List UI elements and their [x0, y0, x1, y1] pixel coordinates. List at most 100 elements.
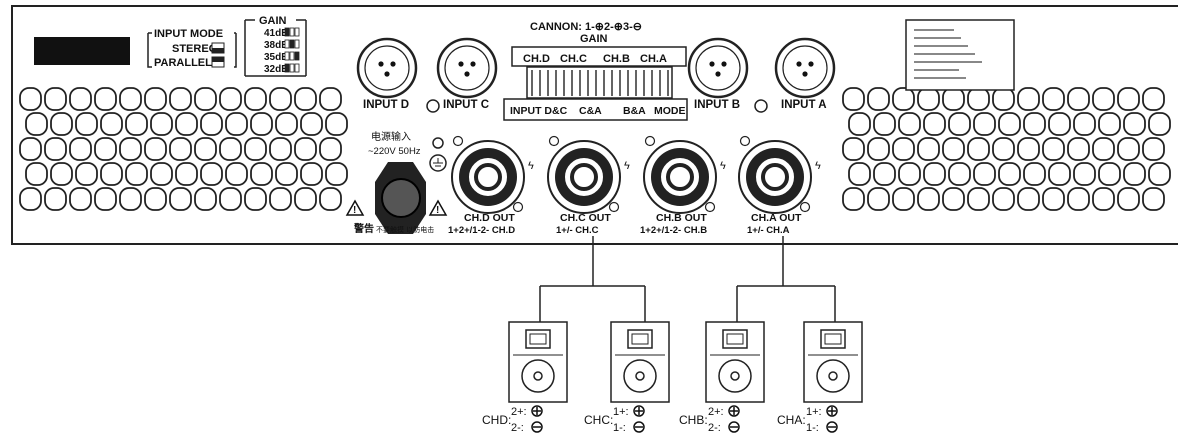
vent-slot — [873, 162, 896, 186]
vent-slot — [867, 137, 890, 161]
xlr-input-jack[interactable] — [774, 37, 836, 99]
vent-slot — [942, 137, 965, 161]
vent-slot — [94, 137, 117, 161]
input-label: INPUT D — [363, 99, 409, 111]
speaker-cabinet — [705, 321, 765, 403]
xlr-input-jack[interactable] — [356, 37, 418, 99]
vent-slot — [219, 187, 242, 211]
power-inlet[interactable] — [375, 162, 426, 234]
gain-dip-switch-toggle[interactable] — [284, 39, 290, 49]
vent-slot — [1067, 137, 1090, 161]
vent-slot — [244, 187, 267, 211]
gain-dip-switch-toggle[interactable] — [294, 63, 300, 73]
xlr-input-jack[interactable] — [436, 37, 498, 99]
vent-slot — [942, 87, 965, 111]
svg-text:!: ! — [436, 205, 439, 216]
gain-dip-switch-toggle[interactable] — [284, 51, 290, 61]
vent-slot — [94, 87, 117, 111]
vent-slot — [325, 112, 348, 136]
vent-slot — [1042, 137, 1065, 161]
vent-slot — [125, 112, 148, 136]
speaker-polarity-top: 2+: — [511, 406, 527, 418]
vent-slot — [867, 87, 890, 111]
vent-slot — [848, 112, 871, 136]
vent-slot — [44, 137, 67, 161]
vent-slot — [1142, 87, 1165, 111]
output-wiring-label: 1+/- CH.C — [556, 225, 599, 236]
vent-slot — [144, 87, 167, 111]
vent-slot — [1123, 162, 1146, 186]
gain-dip-switch-toggle[interactable] — [289, 39, 295, 49]
vent-slot — [19, 187, 42, 211]
speakon-output-jack[interactable] — [547, 140, 621, 214]
vent-slot — [923, 112, 946, 136]
vent-slot — [19, 137, 42, 161]
vent-slot — [19, 87, 42, 111]
gain-option-label: 41dB — [264, 28, 288, 39]
xlr-input-jack[interactable] — [687, 37, 749, 99]
vent-slot — [194, 87, 217, 111]
power-input-label: 电源输入 — [371, 130, 411, 143]
vent-slot — [219, 137, 242, 161]
cannon-pinout-label: CANNON: 1-⊕2-⊕3-⊖ — [530, 21, 642, 33]
lightning-icon: ϟ — [720, 160, 726, 172]
vent-slot — [294, 87, 317, 111]
warning-triangle-icon: ! — [345, 199, 365, 216]
vent-slot — [294, 187, 317, 211]
vent-slot — [294, 137, 317, 161]
vent-slot — [1117, 137, 1140, 161]
vent-slot — [1017, 187, 1040, 211]
vent-slot — [917, 137, 940, 161]
vent-slot — [892, 187, 915, 211]
gain-channel-label: CH.C — [560, 53, 587, 65]
gain-dip-switch-toggle[interactable] — [294, 51, 300, 61]
gain-block-title: GAIN — [580, 33, 608, 45]
vent-slot — [69, 87, 92, 111]
vent-slot — [125, 162, 148, 186]
gain-dip-switch-toggle[interactable] — [294, 39, 300, 49]
vent-slot — [898, 162, 921, 186]
vent-slot — [1067, 187, 1090, 211]
vent-slot — [275, 112, 298, 136]
speaker-cabinet — [610, 321, 670, 403]
vent-slot — [1092, 187, 1115, 211]
gain-dip-switch-toggle[interactable] — [289, 63, 295, 73]
output-label: CH.C OUT — [560, 212, 611, 224]
speakon-output-jack[interactable] — [451, 140, 525, 214]
vent-slot — [1098, 162, 1121, 186]
vent-slot — [1073, 112, 1096, 136]
vent-slot — [1098, 112, 1121, 136]
output-wiring-label: 1+2+/1-2- CH.D — [448, 225, 515, 236]
lightning-icon: ϟ — [528, 160, 534, 172]
input-mode-stereo: STEREO — [172, 43, 218, 55]
vent-slot — [169, 87, 192, 111]
speaker-polarity-bottom: 1-: — [613, 422, 626, 434]
vent-slot — [200, 112, 223, 136]
gain-dip-switch-toggle[interactable] — [284, 27, 290, 37]
gain-switch-title: GAIN — [259, 15, 287, 27]
speaker-channel-label: CHB: — [679, 413, 708, 427]
speakon-output-jack[interactable] — [738, 140, 812, 214]
vent-slot — [150, 112, 173, 136]
input-mode-title: INPUT MODE — [154, 28, 223, 40]
vent-slot — [992, 137, 1015, 161]
minus-terminal-icon — [633, 421, 645, 433]
speakon-output-jack[interactable] — [643, 140, 717, 214]
vent-slot — [169, 137, 192, 161]
gain-dip-switch-toggle[interactable] — [289, 51, 295, 61]
gain-dip-switch-toggle[interactable] — [284, 63, 290, 73]
input-label: INPUT C — [443, 99, 489, 111]
gain-dip-switch-toggle[interactable] — [289, 27, 295, 37]
vent-slot — [50, 112, 73, 136]
spec-label-plate — [905, 19, 1015, 91]
input-mode-parallel: PARALLEL — [154, 57, 212, 69]
gain-option-label: 32dB — [264, 64, 288, 75]
vent-slot — [967, 137, 990, 161]
input-mode-switch[interactable]: INPUT MODE STEREO PARALLEL — [147, 28, 237, 69]
vent-slot — [1092, 87, 1115, 111]
input-label: INPUT A — [781, 99, 827, 111]
vent-slot — [992, 187, 1015, 211]
gain-dip-switch-toggle[interactable] — [294, 27, 300, 37]
